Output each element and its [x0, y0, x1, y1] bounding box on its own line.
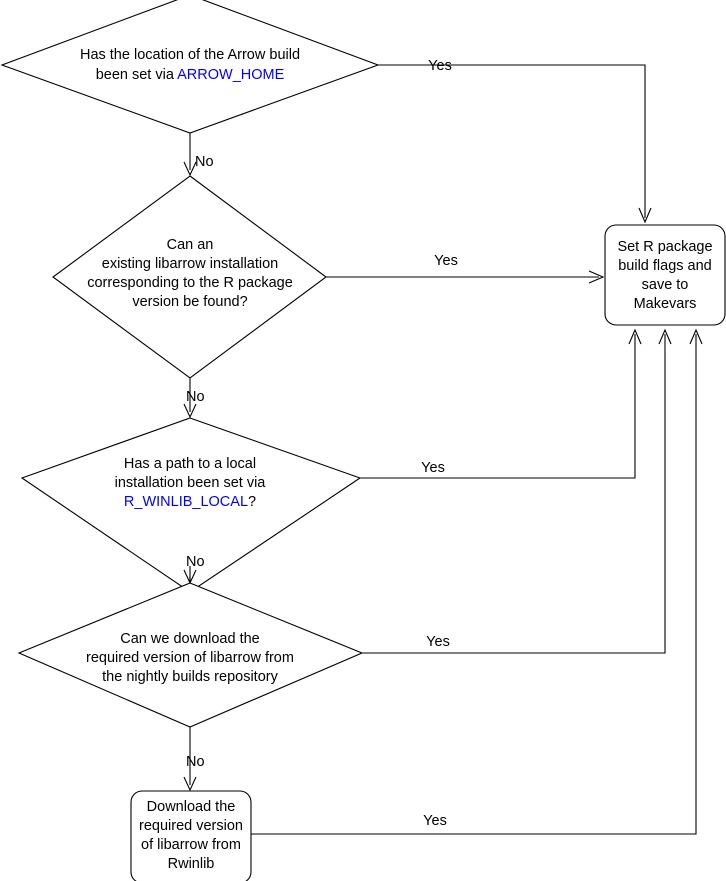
edge-yes-winlib: Yes [360, 328, 642, 479]
edge-label-no-arrow-home: No [195, 154, 214, 170]
q-arrow-home-line2: been set via ARROW_HOME [96, 67, 285, 83]
edge-label-yes-existing: Yes [434, 253, 458, 269]
rounded-rect-shape [130, 790, 252, 881]
download-line1: Download the [147, 799, 236, 815]
edge-yes-existing: Yes [326, 253, 605, 284]
q-winlib-line2: installation been set via [115, 475, 267, 491]
node-q-arrow-home[interactable]: Has the location of the Arrow build been… [0, 0, 380, 134]
q-nightly-line2: required version of libarrow from [86, 650, 294, 666]
q-arrow-home-line2-prefix: been set via [96, 67, 177, 83]
edge-yes-arrow-home: Yes [378, 58, 652, 224]
set-flags-line4: Makevars [634, 296, 697, 312]
edge-label-no-existing: No [186, 389, 205, 405]
q-existing-line3: corresponding to the R package [87, 275, 293, 291]
set-flags-line2: build flags and [618, 258, 712, 274]
edge-no-existing: No [183, 378, 205, 419]
edge-yes-nightly: Yes [362, 328, 672, 654]
node-q-nightly-builds[interactable]: Can we download the required version of … [17, 582, 364, 728]
q-winlib-line3-suffix: ? [248, 494, 256, 510]
q-winlib-line3: R_WINLIB_LOCAL? [124, 494, 256, 510]
q-existing-line2: existing libarrow installation [102, 256, 279, 272]
edge-no-arrow-home: No [183, 133, 214, 177]
download-line3: of libarrow from [141, 837, 241, 853]
edge-label-yes-arrow-home: Yes [428, 58, 452, 74]
set-flags-line1: Set R package [617, 239, 712, 255]
q-arrow-home-line1: Has the location of the Arrow build [80, 47, 300, 63]
q-winlib-line1: Has a path to a local [124, 456, 256, 472]
q-nightly-line1: Can we download the [120, 631, 259, 647]
edge-no-nightly: No [183, 727, 205, 792]
edge-label-yes-nightly: Yes [426, 634, 450, 650]
node-action-set-build-flags[interactable]: Set R package build flags and save to Ma… [604, 224, 726, 326]
edge-label-no-winlib: No [186, 554, 205, 570]
edge-label-yes-rwinlib: Yes [423, 813, 447, 829]
edge-label-yes-winlib: Yes [421, 460, 445, 476]
set-flags-line3: save to [642, 277, 689, 293]
q-existing-line4: version be found? [132, 294, 247, 310]
q-arrow-home-var-arrow-home: ARROW_HOME [177, 67, 284, 83]
edge-label-no-nightly: No [186, 754, 205, 770]
rounded-rect-shape [604, 224, 726, 326]
q-nightly-line3: the nightly builds repository [102, 669, 278, 685]
q-winlib-var-r-winlib-local: R_WINLIB_LOCAL [124, 494, 248, 510]
download-line2: required version [139, 818, 243, 834]
node-action-download-rwinlib[interactable]: Download the required version of libarro… [130, 790, 252, 881]
node-q-existing-libarrow[interactable]: Can an existing libarrow installation co… [52, 175, 327, 379]
q-existing-line1: Can an [167, 237, 214, 253]
download-line4: Rwinlib [168, 856, 215, 872]
edge-yes-rwinlib: Yes [251, 328, 703, 835]
